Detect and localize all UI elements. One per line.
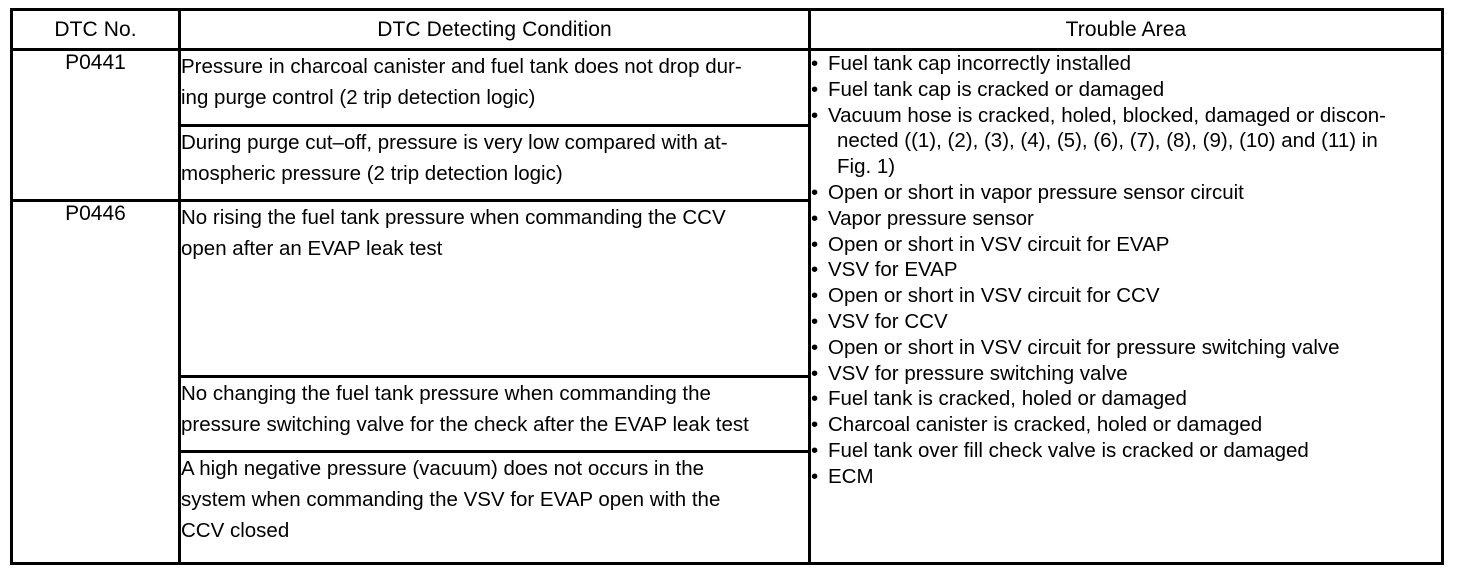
trouble-area-item-label: Vacuum hose is cracked, holed, blocked, … [828,103,1386,127]
bullet-icon: • [811,387,819,411]
trouble-area-item-label: VSV for pressure switching valve [828,361,1128,385]
dtc-code-cell: P0441 [10,47,181,203]
bullet-icon: • [811,309,819,333]
condition-line: A high negative pressure (vacuum) does n… [181,457,705,481]
trouble-area-item: • ECM [811,464,1441,490]
bullet-icon: • [811,464,819,488]
trouble-area-cell: • Fuel tank cap incorrectly installed • Fue… [808,48,1444,565]
bullet-icon: • [811,232,819,256]
trouble-area-item-label: Vapor pressure sensor [828,206,1034,230]
bullet-icon: • [811,77,819,101]
trouble-area-item-label: Fuel tank is cracked, holed or damaged [828,387,1187,411]
dtc-condition-cell: No changing the fuel tank pressure when … [178,374,811,454]
table-row: During purge cut–off, pressure is very l… [12,123,1443,203]
dtc-condition-cell: Pressure in charcoal canister and fuel t… [178,48,811,127]
trouble-area-item-label: Fuel tank cap incorrectly installed [828,52,1132,75]
condition-line: No rising the fuel tank pressure when co… [181,206,726,230]
column-header-trouble-area: Trouble Area [808,8,1444,51]
trouble-area-item: • Open or short in vapor pressure sensor … [811,180,1441,206]
table-row: No changing the fuel tank pressure when … [12,374,1443,454]
bullet-icon: • [811,438,819,462]
trouble-area-item-label: Open or short in VSV circuit for pressur… [828,335,1340,359]
condition-line: mospheric pressure (2 trip detection log… [181,161,563,185]
trouble-area-item-label: Open or short in vapor pressure sensor c… [828,180,1244,204]
trouble-area-item: • Vapor pressure sensor [811,206,1441,232]
bullet-icon: • [811,206,819,230]
bullet-icon: • [811,335,819,359]
trouble-area-item: • VSV for CCV [811,309,1441,335]
trouble-area-item: • Fuel tank cap incorrectly installed [811,51,1441,77]
condition-line: open after an EVAP leak test [181,237,443,261]
trouble-area-item: • Open or short in VSV circuit for CCV [811,283,1441,309]
trouble-area-item: • VSV for pressure switching valve [811,361,1441,387]
trouble-area-item: • Fuel tank over fill check valve is crac… [811,438,1441,464]
dtc-condition-cell: No rising the fuel tank pressure when co… [178,199,811,378]
trouble-area-item-continuation: nected ((1), (2), (3), (4), (5), (6), (7… [837,129,1378,153]
condition-line: During purge cut–off, pressure is very l… [181,130,728,154]
condition-line: Pressure in charcoal canister and fuel t… [181,55,742,78]
trouble-area-item-label: VSV for EVAP [828,258,958,282]
dtc-code-cell: P0446 [10,199,181,565]
trouble-area-item-label: VSV for CCV [828,309,948,333]
trouble-area-item-label: ECM [828,464,874,488]
bullet-icon: • [811,103,819,127]
column-header-dtc-no: DTC No. [10,8,181,51]
trouble-area-item: • VSV for EVAP [811,257,1441,283]
condition-line: CCV closed [181,519,290,543]
dtc-condition-cell: During purge cut–off, pressure is very l… [178,123,811,203]
table-row: A high negative pressure (vacuum) does n… [12,450,1443,565]
trouble-area-item-label: Charcoal canister is cracked, holed or d… [828,413,1263,437]
column-header-dtc-detecting-condition: DTC Detecting Condition [178,8,811,51]
bullet-icon: • [811,258,819,282]
trouble-area-item-continuation: Fig. 1) [837,155,896,179]
trouble-area-list: • Fuel tank cap incorrectly installed • Fue… [811,51,1441,490]
dtc-condition-cell: A high negative pressure (vacuum) does n… [178,450,811,565]
condition-line: system when commanding the VSV for EVAP … [181,488,721,512]
condition-line: ing purge control (2 trip detection logi… [181,86,536,109]
bullet-icon: • [811,284,819,308]
bullet-icon: • [811,180,819,204]
trouble-area-item: • Fuel tank is cracked, holed or damaged [811,386,1441,412]
condition-line: pressure switching valve for the check a… [181,412,749,436]
trouble-area-item: • Charcoal canister is cracked, holed or … [811,412,1441,438]
trouble-area-item: • Vacuum hose is cracked, holed, blocked,… [811,103,1441,180]
condition-line: No changing the fuel tank pressure when … [181,381,711,405]
bullet-icon: • [811,361,819,385]
trouble-area-item-label: Fuel tank over fill check valve is crack… [828,438,1309,462]
trouble-area-item: • Open or short in VSV circuit for pressu… [811,335,1441,361]
bullet-icon: • [811,52,819,75]
trouble-area-item: • Open or short in VSV circuit for EVAP [811,232,1441,258]
bullet-icon: • [811,413,819,437]
trouble-area-item-label: Fuel tank cap is cracked or damaged [828,77,1165,101]
trouble-area-item-label: Open or short in VSV circuit for EVAP [828,232,1170,256]
trouble-area-item: • Fuel tank cap is cracked or damaged [811,77,1441,103]
trouble-area-item-label: Open or short in VSV circuit for CCV [828,284,1160,308]
